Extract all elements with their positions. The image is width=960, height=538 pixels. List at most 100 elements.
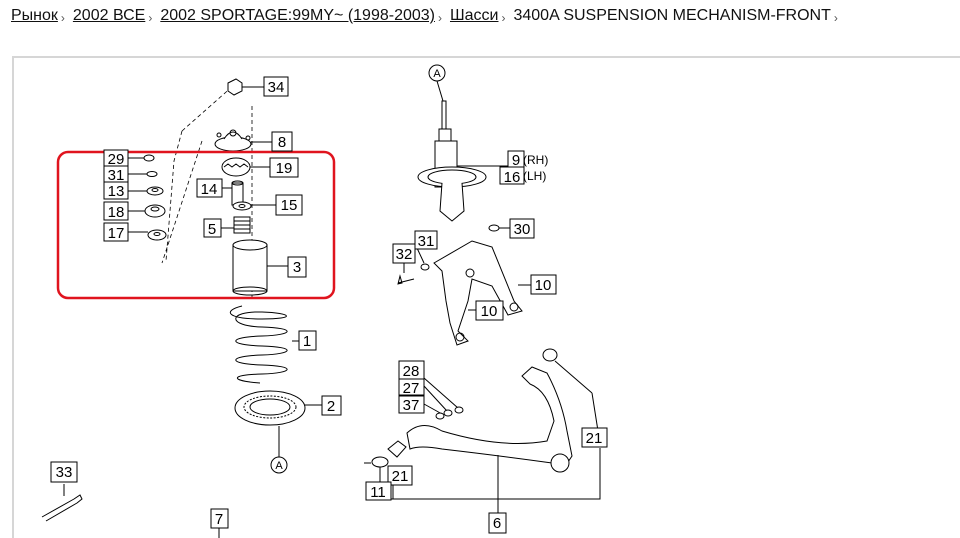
callout-text: 21 [586, 430, 603, 447]
part-15-washer[interactable] [232, 201, 276, 211]
part-17-bracket[interactable] [128, 229, 167, 241]
callout-2[interactable]: 2 [321, 395, 342, 416]
callout-text: 15 [281, 197, 298, 214]
callout-text: 9 [512, 152, 520, 169]
callout-text: 33 [56, 464, 73, 481]
callout-21-right[interactable]: 21 [581, 427, 608, 448]
callout-9[interactable]: 9 [507, 150, 525, 169]
breadcrumb-separator: › [60, 11, 65, 25]
callout-31[interactable]: 31 [103, 165, 129, 184]
part-13-insulator[interactable] [128, 186, 164, 196]
callout-text: 6 [493, 515, 501, 532]
callout-10-lower[interactable]: 10 [475, 300, 504, 321]
lh-label: (LH) [523, 169, 546, 183]
callout-19[interactable]: 19 [269, 157, 299, 178]
callout-32[interactable]: 32 [392, 243, 416, 264]
callout-6[interactable]: 6 [488, 512, 507, 534]
breadcrumb-chassis[interactable]: Шасси [449, 7, 499, 24]
part-3-dust-cover[interactable] [232, 239, 288, 296]
ref-a-label: A [433, 68, 441, 80]
callout-text: 16 [504, 169, 521, 186]
breadcrumb-separator: › [501, 11, 506, 25]
breadcrumb: Рынок›2002 ВСЕ›2002 SPORTAGE:99MY~ (1998… [11, 7, 846, 29]
callout-18[interactable]: 18 [103, 201, 129, 221]
callout-text: 31 [418, 233, 435, 250]
breadcrumb-model[interactable]: 2002 SPORTAGE:99MY~ (1998-2003) [160, 7, 435, 24]
callout-37[interactable]: 37 [398, 395, 425, 414]
callout-text: 14 [201, 181, 218, 198]
callout-33[interactable]: 33 [50, 461, 78, 483]
part-14-bushing[interactable] [222, 180, 244, 206]
ref-a-top-marker: A [428, 64, 446, 102]
part-30-nut[interactable] [488, 224, 510, 232]
callout-7[interactable]: 7 [210, 508, 229, 529]
guide-line [161, 84, 235, 264]
callout-1[interactable]: 1 [298, 330, 317, 351]
callout-17[interactable]: 17 [103, 222, 129, 242]
callout-text: 30 [514, 221, 531, 238]
callout-text: 18 [108, 204, 125, 221]
callout-text: 5 [208, 221, 216, 238]
callout-31-right[interactable]: 31 [414, 230, 438, 250]
callout-text: 10 [481, 303, 498, 320]
part-10-lower-arm[interactable] [433, 240, 531, 346]
part-19-bump[interactable] [221, 157, 270, 177]
breadcrumb-market[interactable]: Рынок [11, 7, 58, 24]
part-18-rubber[interactable] [128, 204, 166, 218]
callout-text: 1 [303, 333, 311, 350]
callout-3[interactable]: 3 [287, 256, 307, 278]
breadcrumb-separator: › [833, 11, 838, 25]
highlight-frame [56, 150, 336, 300]
rh-label: (RH) [523, 153, 548, 167]
callout-15[interactable]: 15 [275, 194, 303, 216]
breadcrumb-separator: › [437, 11, 442, 25]
part-9-16-shock-absorber[interactable] [417, 100, 508, 222]
callout-8[interactable]: 8 [271, 131, 293, 152]
part-31-washer[interactable] [128, 171, 158, 177]
callout-30[interactable]: 30 [509, 218, 535, 239]
callout-text: 31 [108, 167, 125, 184]
callout-11[interactable]: 11 [365, 481, 392, 501]
callout-21-left[interactable]: 21 [387, 465, 413, 486]
callout-16[interactable]: 16 [499, 166, 525, 186]
part-28-27-37-hardware[interactable] [423, 377, 464, 420]
part-32-bolt[interactable] [397, 263, 415, 285]
part-2-spring-seat[interactable] [234, 390, 322, 426]
callout-text: 7 [215, 511, 223, 528]
callout-5[interactable]: 5 [203, 218, 222, 238]
part-33-bolt[interactable] [41, 484, 83, 522]
callout-text: 10 [535, 277, 552, 294]
callout-34[interactable]: 34 [263, 76, 289, 97]
ref-a-marker: A [270, 426, 288, 474]
suspension-diagram[interactable]: A A [14, 58, 960, 538]
callout-text: 17 [108, 225, 125, 242]
part-1-coil-spring[interactable] [230, 305, 299, 384]
callout-text: 2 [327, 398, 335, 415]
callout-text: 29 [108, 151, 125, 168]
callout-text: 37 [403, 397, 420, 414]
callout-14[interactable]: 14 [196, 178, 223, 198]
callout-text: 13 [108, 183, 125, 200]
part-11-bushing[interactable] [364, 440, 407, 485]
parts-diagram-viewer[interactable]: A A [12, 56, 960, 538]
callout-text: 34 [268, 79, 285, 96]
part-5-bump-stopper[interactable] [221, 216, 251, 234]
callout-labels: 34 8 29 31 13 18 17 19 14 15 5 3 1 2 33 … [50, 76, 608, 534]
callout-10-right[interactable]: 10 [530, 274, 557, 295]
breadcrumb-current-page: 3400A SUSPENSION MECHANISM-FRONT [513, 7, 831, 24]
breadcrumb-year[interactable]: 2002 ВСЕ [72, 7, 146, 24]
callout-28[interactable]: 28 [398, 360, 425, 380]
callout-27[interactable]: 27 [398, 378, 425, 397]
part-31-washer-right[interactable] [416, 247, 430, 271]
part-6-upper-arm[interactable] [406, 348, 599, 473]
callout-13[interactable]: 13 [103, 181, 129, 200]
callout-text: 21 [392, 468, 409, 485]
part-34-nut[interactable] [227, 78, 264, 96]
callout-text: 8 [278, 134, 286, 151]
callout-text: 11 [370, 484, 386, 501]
breadcrumb-separator: › [148, 11, 153, 25]
callout-29[interactable]: 29 [103, 149, 129, 168]
part-8-top-mount[interactable] [214, 129, 272, 152]
part-29-nut[interactable] [128, 154, 155, 162]
callout-text: 3 [293, 259, 301, 276]
